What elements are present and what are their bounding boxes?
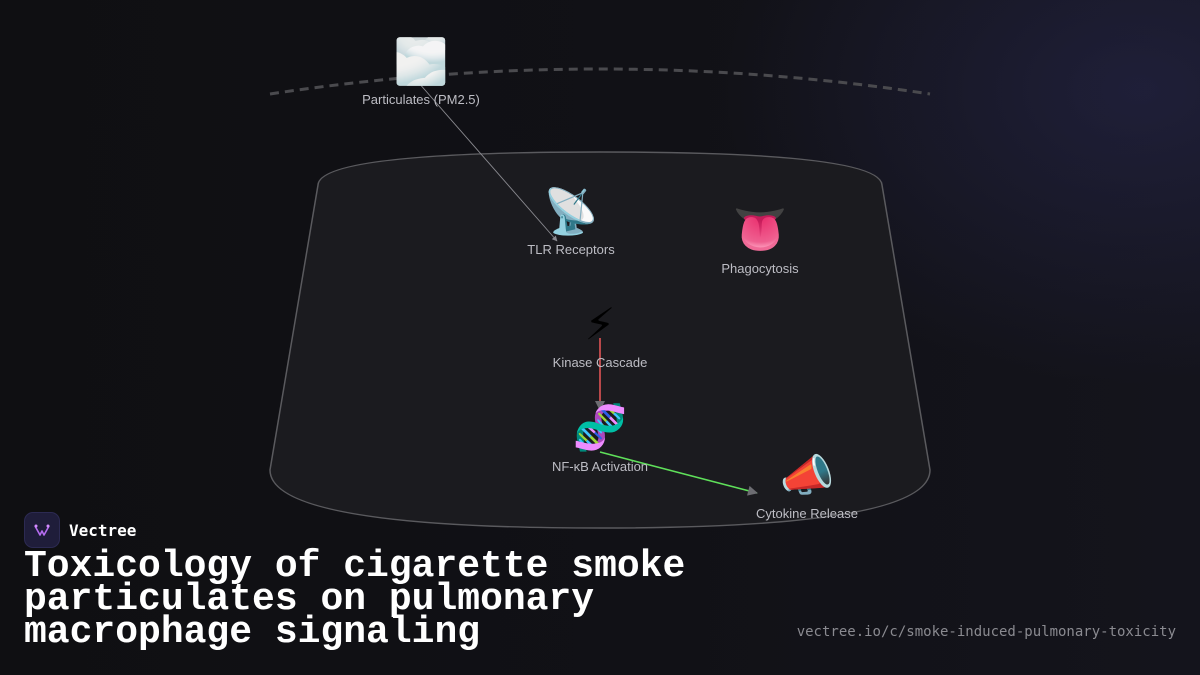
nodes-layer: 🌫️ Particulates (PM2.5) 📡 TLR Receptors 👅 Pha… [362,37,858,522]
lightning-icon: ⚡ [585,300,616,351]
node-label: Cytokine Release [756,506,858,521]
satellite-dish-icon: 📡 [544,184,599,238]
node-label: Phagocytosis [721,261,799,276]
node-tlr[interactable]: 📡 TLR Receptors [527,184,615,258]
node-label: Kinase Cascade [553,355,648,370]
fog-icon: 🌫️ [394,37,449,88]
node-label: TLR Receptors [527,242,615,257]
node-kinase[interactable]: ⚡ Kinase Cascade [553,300,648,371]
brand-name: Vectree [69,520,137,540]
node-label: NF-κB Activation [552,459,648,474]
edge-particulates-to-tlr [417,81,558,242]
brand: Vectree [24,512,136,548]
megaphone-icon: 📣 [780,451,835,502]
page-title: Toxicology of cigarette smoke particulat… [24,545,686,654]
node-label: Particulates (PM2.5) [362,92,480,107]
node-phagocytosis[interactable]: 👅 Phagocytosis [721,205,799,277]
source-url[interactable]: vectree.io/c/smoke-induced-pulmonary-tox… [796,624,1176,640]
vectree-logo-icon [24,512,60,548]
node-particulates[interactable]: 🌫️ Particulates (PM2.5) [362,37,480,108]
node-cytokine[interactable]: 📣 Cytokine Release [756,451,858,522]
node-nfkb[interactable]: 🧬 NF-κB Activation [552,401,648,475]
edges-layer [417,81,758,496]
edge-nfkb-to-cytokine [599,451,758,496]
membrane-boundary [269,67,931,96]
tongue-icon: 👅 [733,205,788,256]
dna-icon: 🧬 [573,401,628,454]
